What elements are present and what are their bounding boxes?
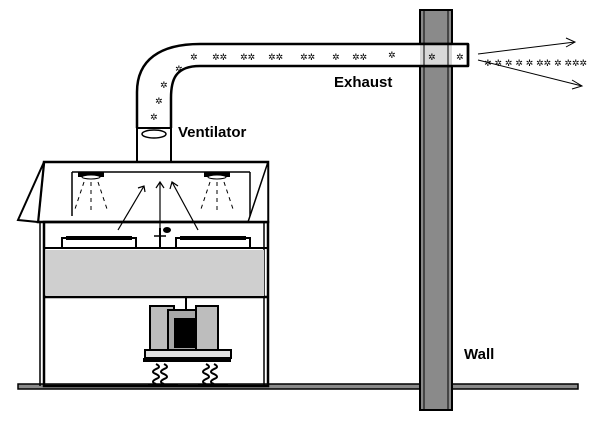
svg-text:✲: ✲ — [332, 53, 340, 63]
svg-text:✲: ✲ — [175, 65, 183, 75]
duct-fume-particles: ✲ ✲ ✲ ✲ ✲ ✲✲ ✲✲ ✲✲ ✲✲ ✲ ✲✲ ✲ ✲ ✲ — [150, 51, 464, 123]
svg-text:✲: ✲ — [155, 97, 163, 107]
svg-text:✲: ✲ — [428, 53, 436, 63]
exhaust-outflow: ✲ ✲ ✲ ✲ ✲ ✲✲ ✲ ✲✲✲ — [477, 37, 587, 90]
exhaust-duct — [135, 42, 470, 128]
microphone-icon — [154, 227, 171, 248]
svg-text:✲: ✲ — [388, 51, 396, 61]
front-panel — [46, 250, 264, 296]
hood-canopy — [16, 160, 270, 224]
hood-lamps — [73, 172, 235, 214]
work-trays — [61, 236, 251, 249]
svg-text:✲✲: ✲✲ — [352, 53, 367, 63]
svg-text:✲✲: ✲✲ — [300, 53, 315, 63]
svg-text:✲: ✲ — [150, 113, 158, 123]
svg-text:✲ ✲ ✲ ✲ ✲ ✲✲ ✲ ✲✲✲: ✲ ✲ ✲ ✲ ✲ ✲✲ ✲ ✲✲✲ — [484, 59, 587, 69]
svg-text:✲: ✲ — [190, 53, 198, 63]
svg-text:✲: ✲ — [456, 53, 464, 63]
spring-mounts — [148, 363, 228, 386]
svg-text:✲: ✲ — [160, 81, 168, 91]
svg-text:✲✲: ✲✲ — [240, 53, 255, 63]
exhaust-label: Exhaust — [334, 74, 393, 91]
floor — [17, 383, 579, 390]
ventilator-fan — [136, 127, 172, 163]
machine-unit — [143, 297, 232, 362]
ventilator-label: Ventilator — [178, 124, 247, 141]
wall — [419, 9, 453, 411]
svg-text:✲✲: ✲✲ — [212, 53, 227, 63]
svg-text:✲✲: ✲✲ — [268, 53, 283, 63]
wall-label: Wall — [464, 346, 495, 363]
